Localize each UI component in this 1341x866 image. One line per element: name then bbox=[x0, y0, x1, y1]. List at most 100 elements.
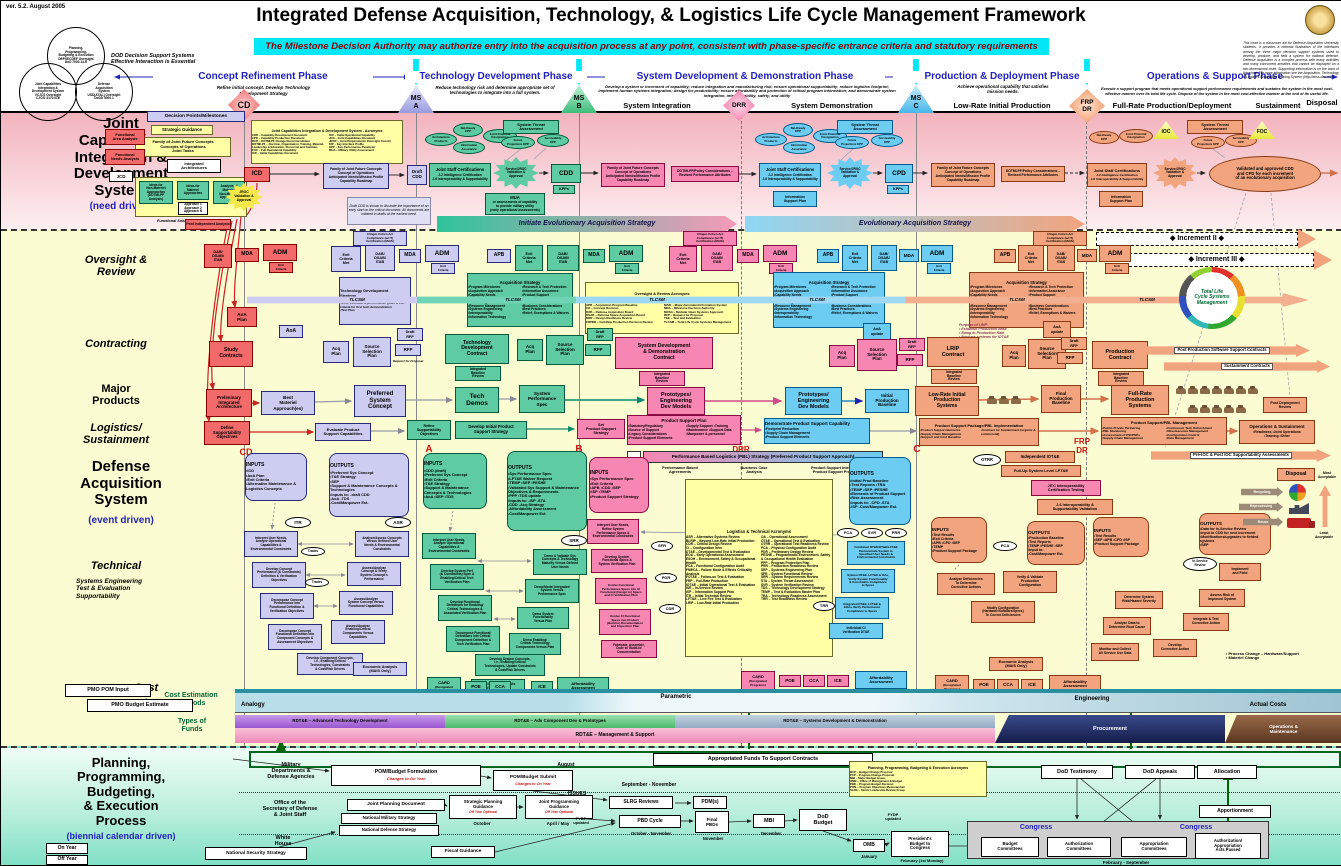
oval-joint-potential-os: Joint Potential Designation bbox=[1119, 129, 1153, 143]
sdd-contract: System Development & Demonstration Contr… bbox=[615, 337, 713, 369]
ideas-nonmateriel: Ideas for Non-Materiel Approaches (DOTML… bbox=[139, 181, 173, 204]
letter-frpdr: FRP DR bbox=[1074, 437, 1090, 455]
fydp-updated-2: FYDP updated bbox=[885, 811, 901, 821]
isp-os: Information Support Plan bbox=[1099, 191, 1143, 207]
lrip-ibr: Integrated Baseline Review bbox=[931, 369, 977, 384]
evaluate-product-support: Evaluate Product Support Capabilities bbox=[315, 423, 371, 441]
pca-oval: PCA bbox=[993, 541, 1017, 551]
presidents-budget: President's Budget to Congress bbox=[891, 831, 949, 857]
tank-icon bbox=[1011, 396, 1021, 404]
letter-cd: CD bbox=[239, 446, 253, 457]
sdd-ibr: Integrated Baseline Review bbox=[639, 371, 685, 386]
family-joint-concepts: Family of Joint Future Concepts Concepts… bbox=[135, 137, 231, 157]
on-year-legend: On Year bbox=[46, 843, 88, 854]
subphase-system-demonstration: System Demonstration bbox=[791, 100, 873, 110]
exit-criteria-frp: Exit Criteria Met bbox=[1018, 245, 1044, 271]
october-label: October bbox=[473, 821, 491, 827]
td-ibr: Integrated Baseline Review bbox=[455, 366, 501, 381]
product-support-mgmt: Product Support/PBL Management•Public-Pr… bbox=[1101, 417, 1227, 445]
define-supportability: Define Supportability Objectives bbox=[204, 421, 250, 445]
os-develop-corrective: Develop Corrective Action bbox=[1153, 639, 1197, 657]
sta-td: System Threat Assessment bbox=[503, 120, 559, 134]
integrated-architectures: Integrated Architectures bbox=[167, 159, 221, 173]
prototypes-si: Prototypes/ Engineering Dev Models bbox=[647, 387, 705, 415]
cca-compliance-pd: Clinger-Cohen Act Compliance (w/ IT) Cer… bbox=[1033, 231, 1087, 246]
full-up-lftae: Full-Up System Level LFT&E bbox=[1001, 465, 1081, 477]
sdd-v-l4: Evolve CI Functional Specs into Product … bbox=[599, 609, 651, 635]
tank-icon bbox=[1236, 385, 1246, 394]
venn-das-circle: Defense Acquisition System USD(AT&L) Ove… bbox=[75, 63, 133, 121]
pbl-banner: Performance Based Logistics (PBL) Strate… bbox=[643, 451, 883, 463]
tank-icon bbox=[1200, 385, 1210, 394]
rfp-pd: RFP bbox=[1057, 352, 1083, 364]
cca-compliance-td: Clinger-Cohen Act Compliance (w/ IT) Cer… bbox=[353, 231, 407, 246]
strategic-guidance: Strategic Guidance bbox=[151, 125, 213, 135]
frp-systems: Full-Rate Production Systems bbox=[1111, 385, 1169, 415]
cr-v-r4: Assess/Analyze Enabling/Critical Compone… bbox=[331, 620, 385, 644]
pd-economic-analysis: Economic Analysis (MAIS Only) bbox=[989, 657, 1043, 671]
td-v-r1: Demo & Validate Sys Concepts & Technolog… bbox=[533, 549, 587, 575]
cr-v-bottom: Develop Component Concepts, i.e., Enabli… bbox=[297, 653, 363, 675]
congress-label-2: Congress bbox=[1179, 824, 1213, 832]
td-v-l1: Interpret User Needs, Analyze Operationa… bbox=[422, 533, 476, 559]
sep-nov-label: September - November bbox=[621, 781, 677, 788]
oval-future-proj-os: Future Projections KPP bbox=[1191, 136, 1225, 149]
fund-rdte-acd: RDT&E – Adv Component Dev & Prototypes bbox=[445, 715, 675, 728]
dod-appeals: DoD Appeals bbox=[1125, 765, 1195, 779]
sdd-poe: POE bbox=[779, 675, 801, 687]
functional-needs-analysis: Functional Needs Analysis bbox=[105, 149, 145, 165]
cr-trades-2: Trades bbox=[305, 578, 329, 587]
tank-icon bbox=[1188, 404, 1198, 413]
aoa-update-pd: AoA update bbox=[1043, 321, 1071, 338]
family-concepts-pd: Family of Joint Future Concepts Concept … bbox=[931, 163, 995, 187]
chart-title: Integrated Defense Acquisition, Technolo… bbox=[256, 5, 1086, 26]
nss-box: National Security Strategy bbox=[205, 847, 307, 860]
oval-info-assurance-sdd: Information Assurance bbox=[783, 141, 815, 154]
sdd-v-l2: Develop System Functional Specs & System… bbox=[591, 549, 643, 573]
reprocess-arrow: Reprocessing bbox=[1239, 502, 1283, 512]
subphase-frpd: Full-Rate Production/Deployment bbox=[1112, 100, 1232, 110]
dab-b: DAB/ DSAB/ ITAB bbox=[547, 245, 579, 271]
apb-b: APB bbox=[487, 249, 511, 263]
oval-net-ready-kpp-td: Net-Ready KPP bbox=[453, 123, 483, 137]
method-parametric: Parametric bbox=[660, 693, 692, 700]
td-v-l3: Develop Functional Definitions for Enabl… bbox=[438, 595, 492, 621]
td-v-bottom: Develop System Concepts, i.e., Enabling/… bbox=[475, 654, 545, 676]
mda-cd: MDA bbox=[235, 248, 259, 262]
fydp-updated-1: FYDP updated bbox=[573, 815, 589, 825]
slrg-reviews: SLRG Reviews bbox=[609, 796, 673, 809]
oval-net-ready-kpp-os: Net-Ready KPP bbox=[1089, 131, 1119, 144]
oval-survivability-os: Survivability KPP bbox=[1225, 134, 1257, 147]
tank-icon bbox=[1224, 385, 1234, 394]
nms-box: National Military Strategy bbox=[341, 813, 437, 824]
tank-icon bbox=[1200, 404, 1210, 413]
subphase-lrip: Low-Rate Initial Production bbox=[953, 100, 1051, 110]
develop-initial-pss: Develop Initial Product Support Strategy bbox=[455, 421, 527, 439]
operations-sustainment: Operations & Sustainment•Readiness •Join… bbox=[1239, 420, 1315, 444]
oval-survivability-sdd: Survivability KPP bbox=[871, 134, 903, 147]
method-engineering: Engineering bbox=[1074, 695, 1110, 702]
row-logistics: Logistics/ Sustainment bbox=[82, 421, 149, 446]
adm-frp-tag: Exit Criteria bbox=[1105, 263, 1129, 274]
adm-drr: ADM bbox=[763, 245, 797, 262]
acq-plan-pd: Acq Plan bbox=[1002, 345, 1026, 367]
sdd-v-r3: Integrated DT&E, LFT&E & EOAs Verify Per… bbox=[835, 597, 889, 619]
pd-analyze-deficiencies: Analyze Deficiencies To Determine Correc… bbox=[937, 573, 995, 595]
cr-v-l2: Develop Concept Performance (& Constrain… bbox=[252, 562, 306, 588]
phase-sub-cr: Refine initial concept. Develop Technolo… bbox=[216, 85, 311, 96]
label-types-of-funds: Types of Funds bbox=[177, 718, 207, 733]
os-assess-risk: Assess Risk of Improved System bbox=[1199, 589, 1245, 607]
authorization-committees: Authorization Committees bbox=[1047, 837, 1111, 857]
appropriated-band bbox=[249, 751, 1341, 768]
tlcsm-label-3: TLCSM bbox=[649, 296, 665, 302]
td-v-l2: Develop System Perf (& Constraints) Spec… bbox=[430, 564, 484, 590]
lrip-tanks bbox=[981, 389, 1027, 413]
os-monitor-collect: Monitor and Collect All Service Use Data bbox=[1091, 643, 1139, 661]
cr-trades-1: Trades bbox=[301, 547, 325, 556]
production-ibr: Integrated Baseline Review bbox=[1098, 371, 1144, 386]
